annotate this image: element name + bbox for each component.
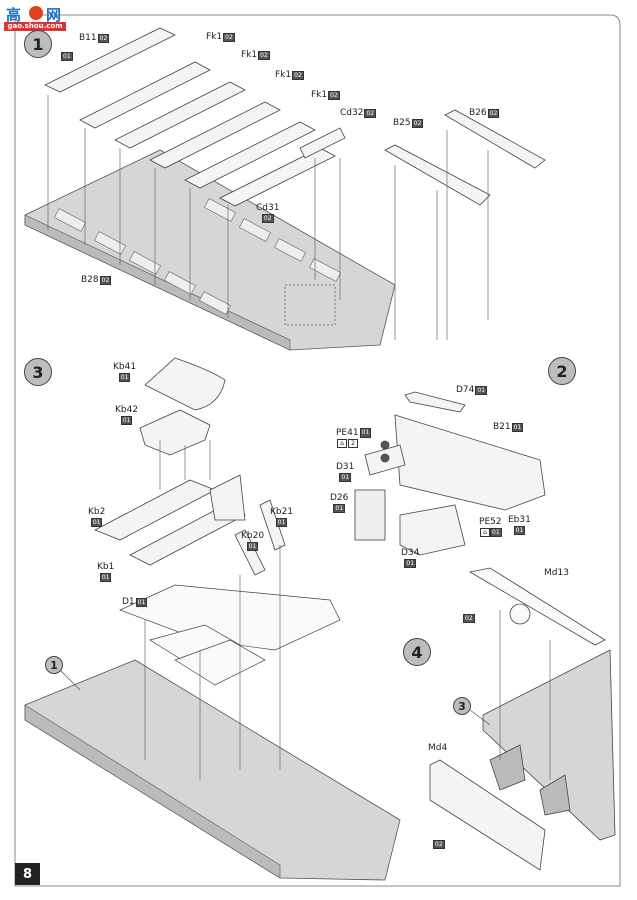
part-label-pe52: PE52⌂01 xyxy=(479,517,502,537)
step2-parts xyxy=(354,391,546,556)
watermark-domain: gao.shou.com xyxy=(4,22,66,31)
step-1-marker: 1 xyxy=(24,30,52,58)
step3-guide-lines xyxy=(144,440,281,780)
step4-guide-lines xyxy=(499,610,551,780)
part-label-md4: Md4 xyxy=(428,743,448,753)
step-ref-3: 3 xyxy=(453,697,471,715)
step-ref-1: 1 xyxy=(45,656,63,674)
photo-etch-icon: ⌂ xyxy=(480,528,490,537)
step1-hull-plate xyxy=(24,149,396,351)
part-label-md13-sheet: 02 xyxy=(463,614,475,623)
watermark-logo: 高 网 gao.shou.com xyxy=(4,4,66,34)
step3-parts xyxy=(94,357,286,576)
step3-plates xyxy=(119,584,341,686)
part-label-md4-sheet: 02 xyxy=(433,840,445,849)
step1-rails xyxy=(44,27,546,207)
watermark-char-right: 网 xyxy=(46,6,62,24)
step4-parts xyxy=(429,567,616,871)
watermark-char-left: 高 xyxy=(6,6,22,24)
thumbs-up-icon xyxy=(29,6,43,20)
photo-etch-icon: ⌂ xyxy=(337,439,347,448)
page-number: 8 xyxy=(15,863,40,885)
step-2-marker: 2 xyxy=(548,357,576,385)
part-label-md13: Md13 xyxy=(544,568,569,578)
step-3-marker: 3 xyxy=(24,358,52,386)
page-frame xyxy=(14,14,621,887)
step3-hull xyxy=(24,659,401,881)
part-label-sheet01: 01 xyxy=(61,52,73,61)
quantity-badge: 2 xyxy=(348,439,358,448)
step-4-marker: 4 xyxy=(403,638,431,666)
step1-guide-lines xyxy=(47,95,489,340)
